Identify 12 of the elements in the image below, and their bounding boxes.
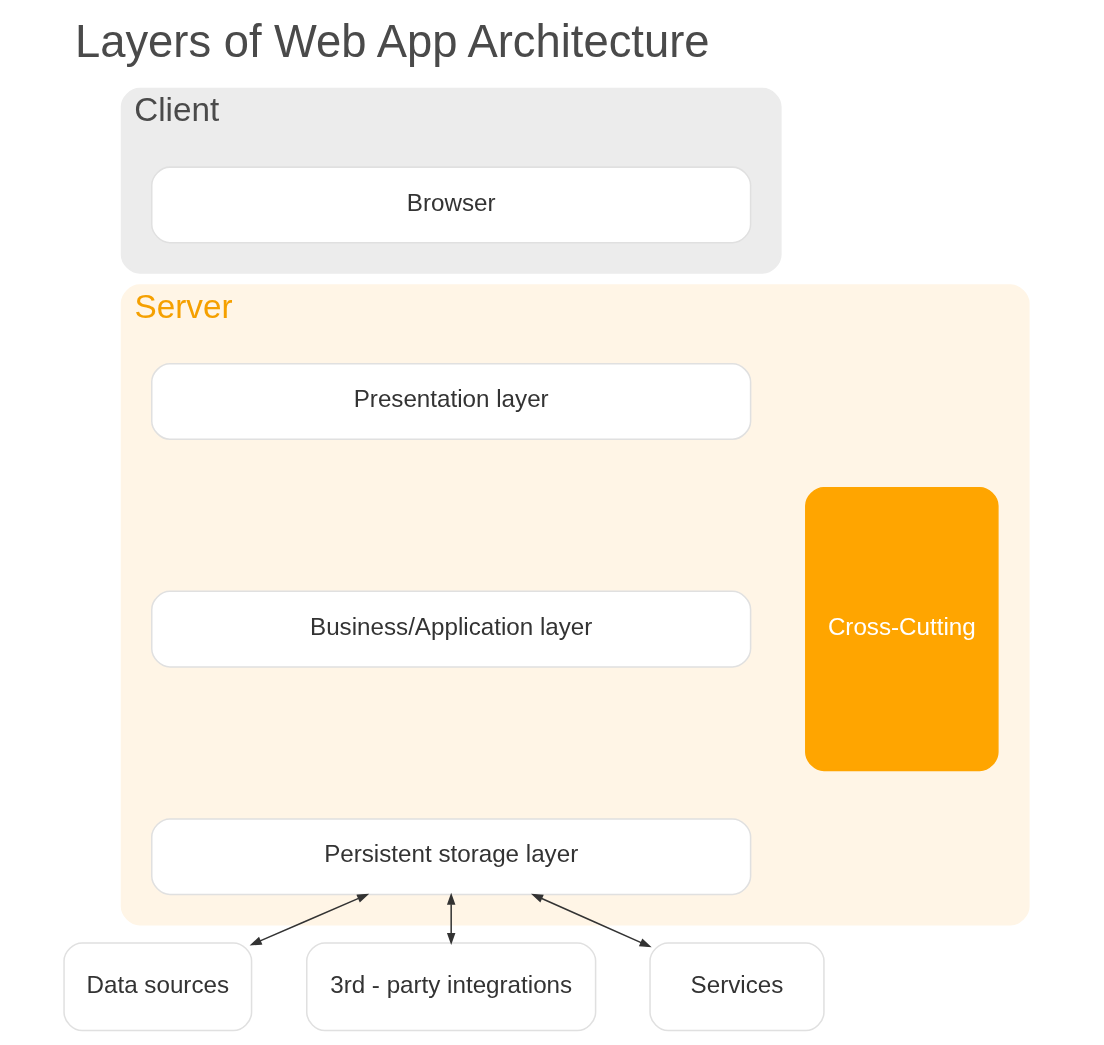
arrow (530, 893, 652, 948)
node-box: Persistent storage layer (150, 818, 751, 896)
node-box: Presentation layer (150, 362, 751, 441)
node-box: Browser (150, 166, 751, 244)
node-box: Cross-Cutting (804, 486, 999, 772)
node-box: Services (648, 942, 825, 1032)
arrow (446, 892, 455, 946)
node-box: 3rd - party integrations (305, 942, 596, 1032)
diagram-title: Layers of Web App Architecture (74, 15, 709, 67)
arrow (249, 893, 369, 946)
node-box: Business/Application layer (150, 590, 751, 668)
node-box: Data sources (62, 942, 252, 1032)
